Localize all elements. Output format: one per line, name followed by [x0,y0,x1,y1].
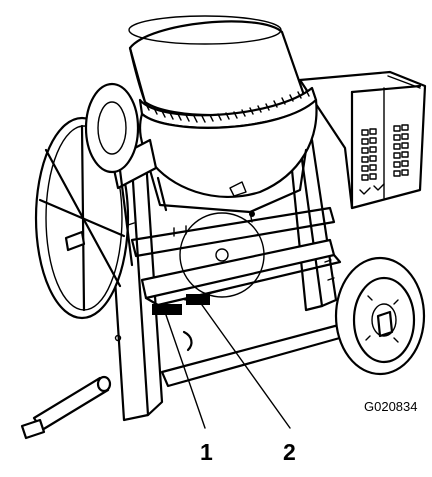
callout-number-2: 2 [283,439,296,465]
motor-housing [298,70,427,210]
decal-2 [186,294,210,305]
leader-line-1 [165,314,206,429]
road-wheel [334,256,426,376]
tow-bar [20,375,112,440]
tilt-disc [84,82,140,267]
decal-1 [152,304,182,315]
mixer-drum [128,15,318,198]
callout-number-1: 1 [200,439,213,465]
vent-grid-right [393,124,409,177]
vent-grid-left [361,128,377,181]
leader-line-2 [201,304,291,429]
figure-id-label: G020834 [364,399,418,414]
